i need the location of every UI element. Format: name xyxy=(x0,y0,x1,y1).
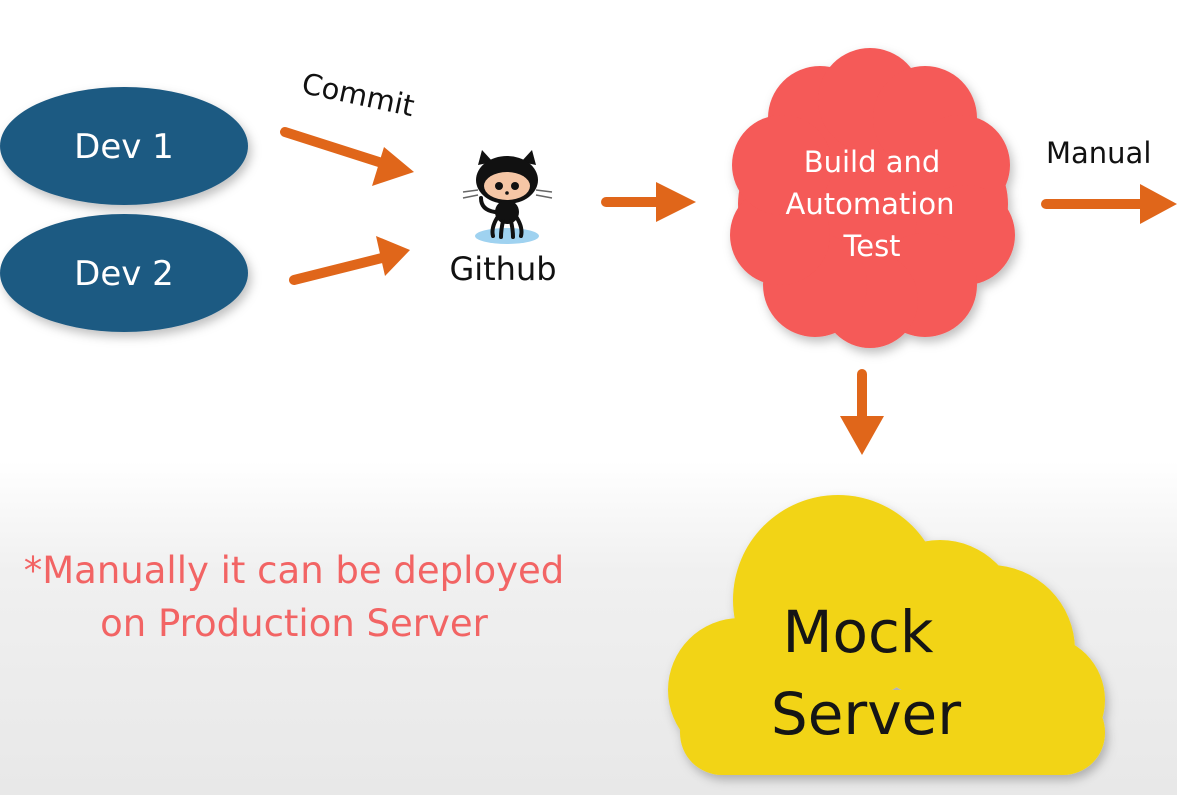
arrow-dev2-to-github xyxy=(289,236,410,285)
build-label-line-3: Test xyxy=(842,229,900,263)
build-label-line-2: Automation xyxy=(786,187,955,221)
octocat-icon xyxy=(462,150,553,244)
dev2-label: Dev 2 xyxy=(74,254,174,294)
build-automation-test-node: Build and Automation Test xyxy=(730,48,1015,348)
dev1-ellipse xyxy=(0,87,248,205)
dev2-node: Dev 2 xyxy=(0,214,248,332)
arrow-dev1-to-github xyxy=(280,127,414,186)
mock-server-node: Mock Server xyxy=(668,495,1105,775)
mock-cloud-shape xyxy=(668,495,1105,775)
arrow-build-to-manual xyxy=(1041,184,1177,224)
github-label: Github xyxy=(449,250,556,288)
dev1-node: Dev 1 xyxy=(0,87,248,205)
mock-server-label-line-1: Mock xyxy=(782,598,933,666)
note-line-2: on Production Server xyxy=(100,602,489,645)
arrow-github-to-build xyxy=(601,182,696,222)
commit-label: Commit xyxy=(299,66,418,123)
arrow-build-to-mock-server xyxy=(840,369,884,455)
note-line-1: *Manually it can be deployed xyxy=(24,549,564,592)
dev1-label: Dev 1 xyxy=(74,127,174,167)
build-label-line-1: Build and xyxy=(804,145,941,179)
build-cloud-shape xyxy=(730,48,1015,348)
dev2-ellipse xyxy=(0,214,248,332)
deployment-note: *Manually it can be deployed on Producti… xyxy=(24,549,564,645)
manual-label: Manual xyxy=(1046,136,1151,170)
mock-server-label-line-2: Server xyxy=(771,680,961,748)
